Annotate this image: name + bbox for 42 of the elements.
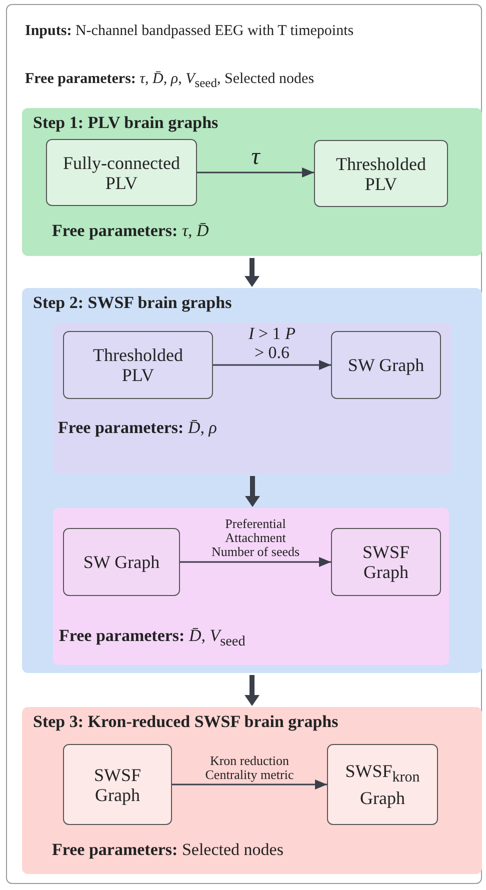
step-panel [22,108,482,256]
arrow [172,780,327,790]
box-label: Thresholded PLV [335,154,427,194]
edge-label: τ [250,144,262,170]
inputs-note: Inputs: N-channel bandpassed EEG with T timepoints [25,23,354,40]
step-heading: Step 2: SWSF brain graphs [33,293,232,313]
edge-label: I > 1 P > 0.6 [248,324,296,362]
arrow [180,557,331,567]
step-panel [22,288,482,673]
edge-label: Preferential Attachment Number of seeds [210,517,301,559]
edge-label: Kron reduction Centrality metric [204,754,295,782]
parameter-note: Free parameters: τ, D̄, ρ, V$_{seed}$, Selected nodes [25,71,314,91]
stage-panel [53,508,449,665]
process-box [63,528,180,596]
process-box [331,331,441,399]
stage-panel [53,323,452,474]
process-box [314,140,448,207]
arrow [213,360,331,370]
box-label: SWSF Graph [361,542,411,582]
double-arrow [245,476,260,507]
double-arrow [244,258,260,287]
box-label: Fully-connected PLV [62,152,181,192]
double-arrow [244,675,260,706]
step-panel [22,707,482,874]
process-box [327,744,438,825]
box-label: SW Graph [346,355,426,375]
box-label: SW Graph [82,552,161,572]
step-heading: Step 3: Kron-reduced SWSF brain graphs [33,712,338,732]
step-heading: Step 1: PLV brain graphs [33,113,218,133]
parameter-note: Free parameters: D̄, ρ [58,418,217,438]
parameter-note: Free parameters: τ, D̄ [52,221,209,241]
process-box [331,528,441,596]
process-box [63,331,213,399]
process-box [63,744,172,825]
process-box [46,139,197,206]
parameter-note: Free parameters: Selected nodes [52,840,284,860]
arrow [197,168,314,178]
parameter-note: Free parameters: D̄, V$_{seed}$ [59,626,246,650]
box-label: SWSF$_{kron}$ Graph [344,761,421,808]
box-label: Thresholded PLV [92,345,184,385]
box-label: SWSF Graph [92,764,142,804]
outer-frame [6,4,482,884]
